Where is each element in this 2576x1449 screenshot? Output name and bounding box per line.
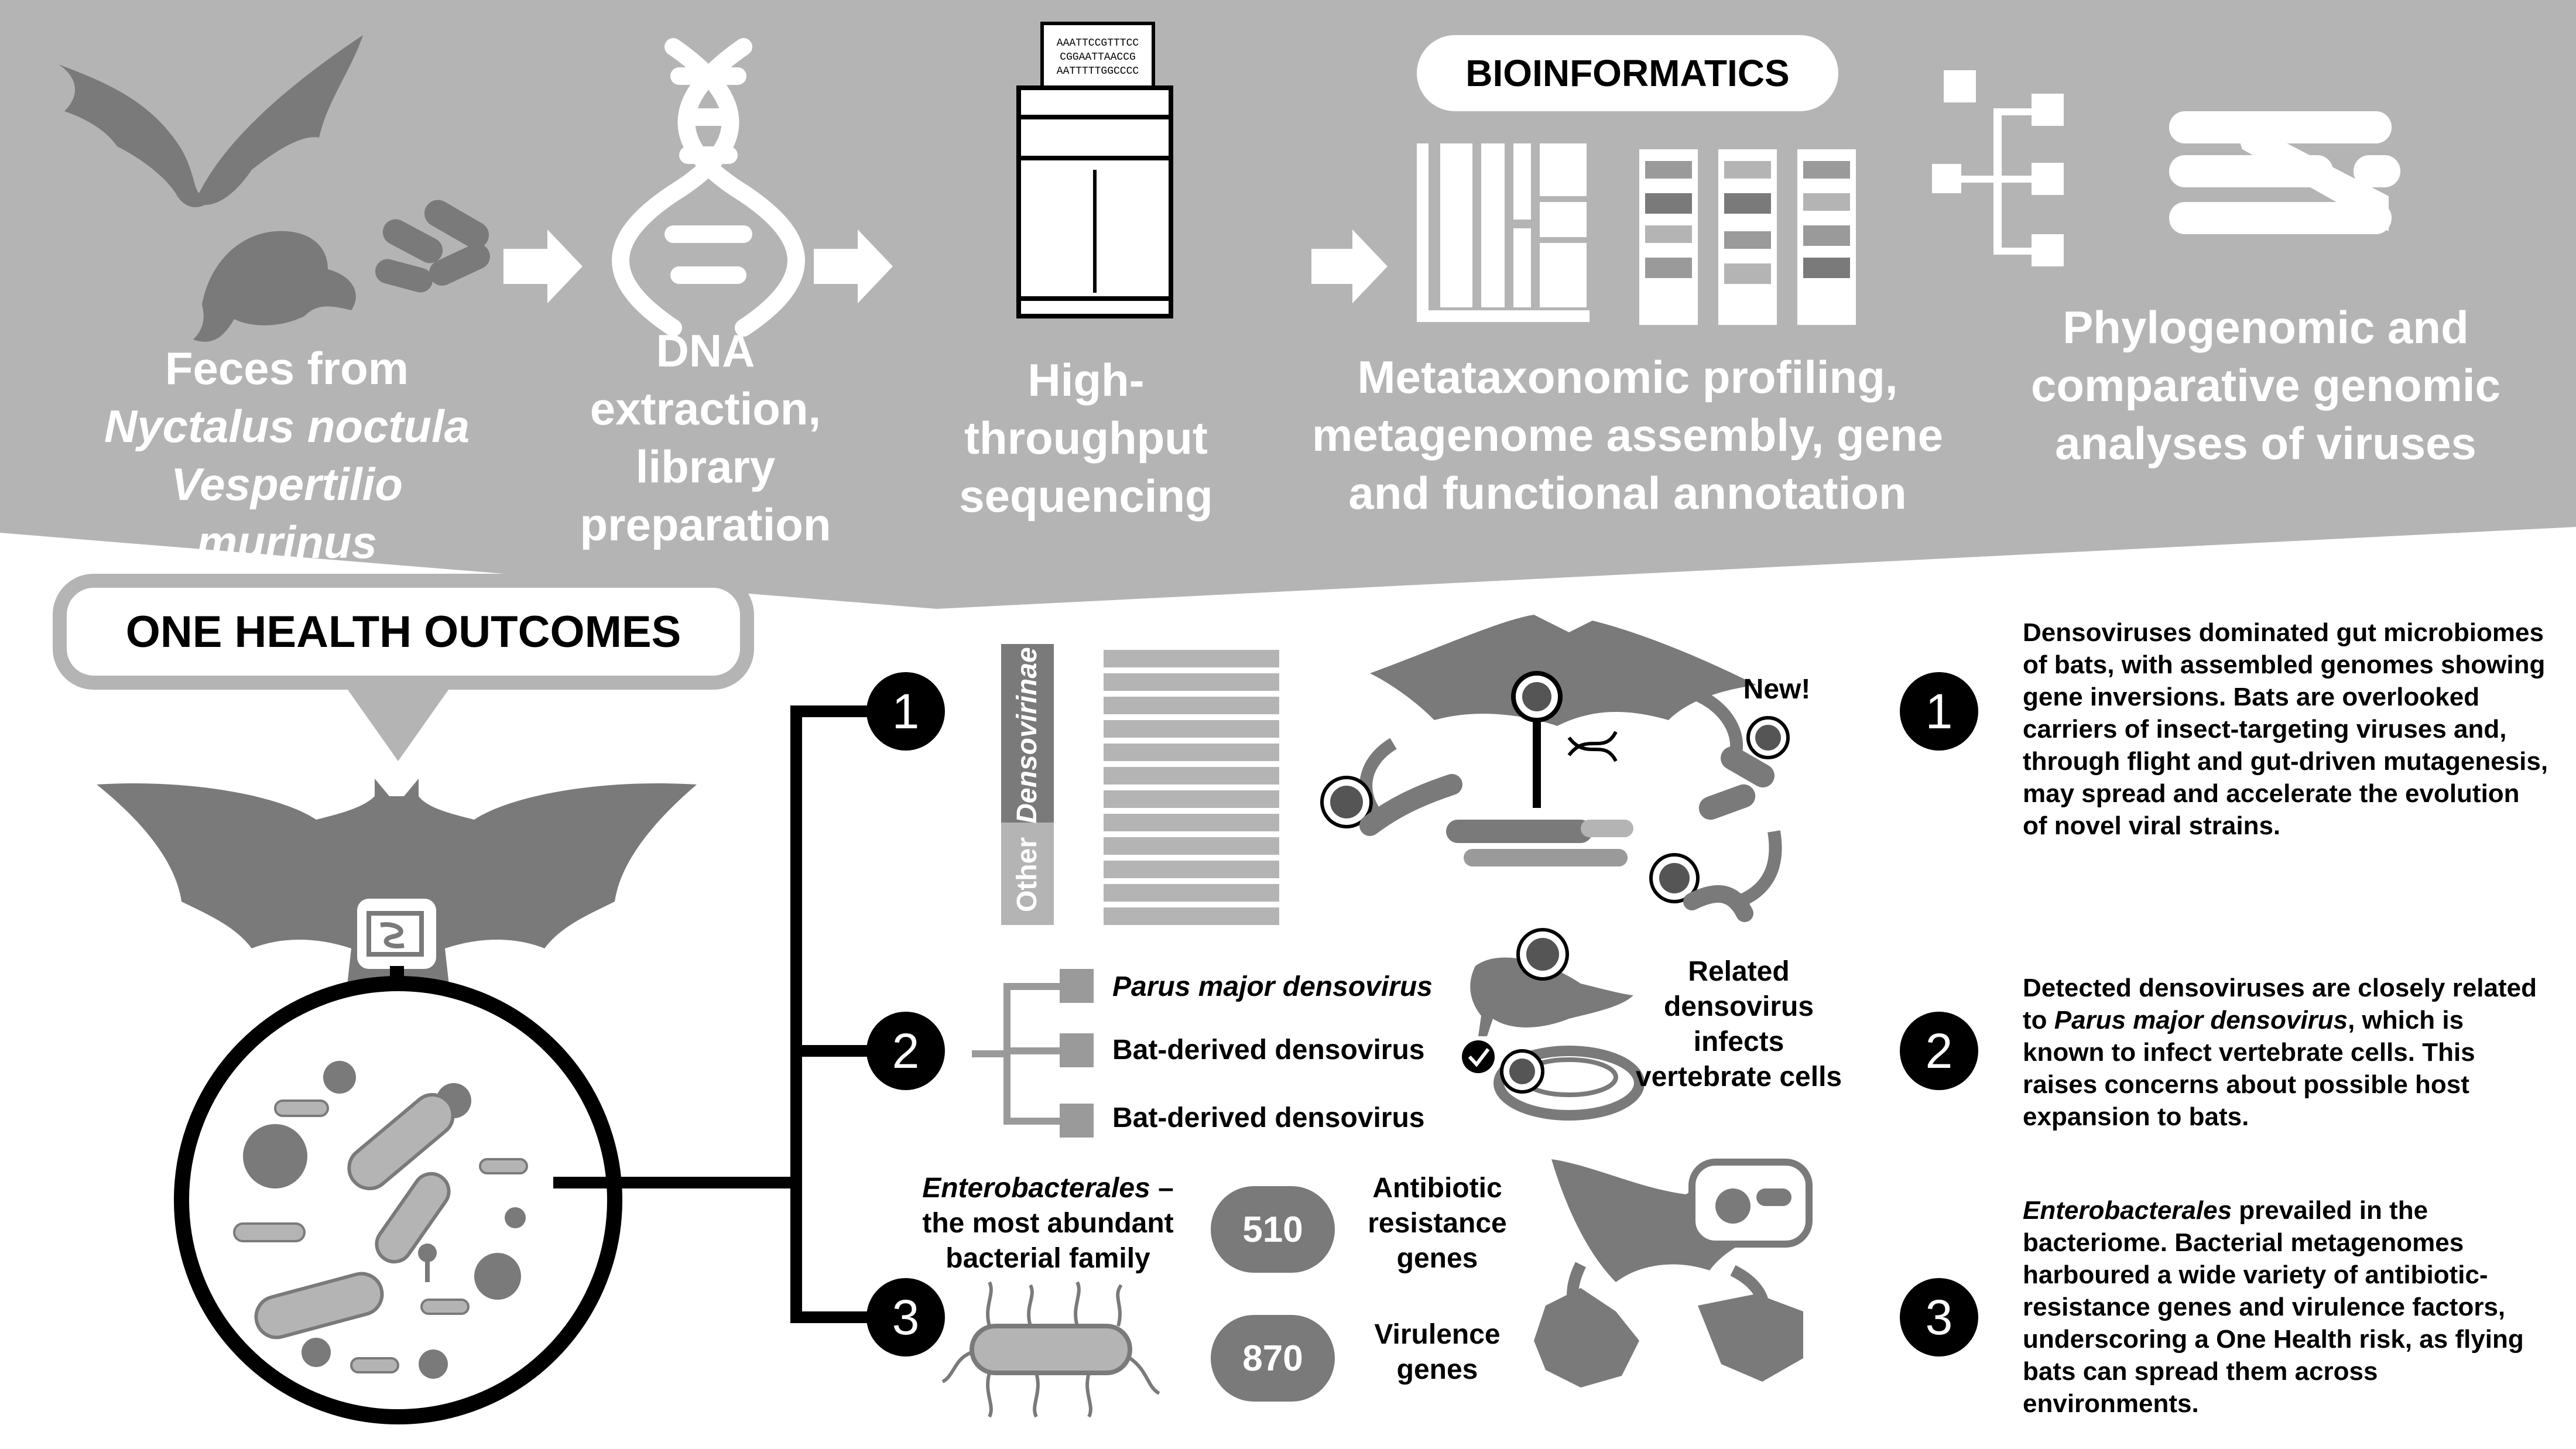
tree-label-parus: Parus major densovirus [1112, 971, 1433, 1002]
sequencer-screen-line-2: CGGAATTAACCG [1060, 52, 1136, 63]
panel-2-number: 2 [866, 1012, 945, 1090]
step-phylogenomic-label: Phylogenomic and comparative genomic ana… [2031, 302, 2500, 469]
enterobacterales-family-text: Enterobacterales – the most abundant bac… [913, 1171, 1183, 1276]
sequencer-screen-line-3: AATTTTTGGCCCC [1057, 66, 1139, 77]
panel-3-desc-rest: prevailed in the bacteriome. Bacterial m… [2023, 1196, 2524, 1418]
panel-2-desc-italic: Parus major densovirus [2054, 1006, 2348, 1034]
annotation-tracks-icon [1639, 149, 1856, 325]
bacterium-icon [941, 1281, 1160, 1418]
genome-alignment-icon [2169, 111, 2400, 234]
one-health-title: ONE HEALTH OUTCOMES [53, 574, 754, 690]
petri-dish-icon [1462, 1040, 1645, 1121]
intestine-icon [357, 899, 436, 969]
tree-label-bat-2: Bat-derived densovirus [1112, 1102, 1425, 1133]
new-label: New! [1743, 674, 1811, 705]
virulence-count-badge: 870 [1211, 1315, 1335, 1402]
genome-alignment-stack [1104, 650, 1279, 925]
step-sequencing-label: High-throughput sequencing [959, 354, 1213, 522]
virus-life-cycle-icon [1320, 671, 1790, 922]
feces-line-1: Feces from [165, 342, 409, 394]
phylogenetic-tree-icon [1932, 70, 2064, 266]
other-label: Other [1012, 837, 1043, 913]
microbiome-circle [174, 976, 622, 1424]
family-italic: Enterobacterales [922, 1173, 1150, 1204]
sequencer-screen-line-1: AAATTCCGTTTCC [1057, 37, 1139, 49]
tree-leaf-marker [1060, 969, 1094, 1138]
step-dna-extraction-label: DNA extraction, library preparation [580, 325, 831, 550]
flow-arrow-icon [503, 229, 1388, 303]
panel-2-description: Detected densoviruses are closely relate… [2023, 972, 2550, 1133]
hanging-bat-icon [193, 231, 356, 342]
stacked-bar-icon [1417, 143, 1590, 322]
feces-pellets-icon [375, 200, 490, 293]
virulence-label: Virulence genes [1374, 1319, 1501, 1385]
feces-line-3: Vespertilio murinus [171, 458, 403, 568]
desc-3-number: 3 [1900, 1278, 1978, 1356]
bioinformatics-badge: BIOINFORMATICS [1417, 35, 1838, 111]
panel-1-number: 1 [866, 672, 945, 751]
bird-icon [1470, 928, 1633, 1036]
desc-1-number: 1 [1900, 672, 1978, 751]
panel-2-desc-post: , which is known to infect vertebrate ce… [2023, 1006, 2475, 1131]
panel-2-desc-pre: Detected densoviruses are closely relate… [2023, 974, 2537, 1034]
world-spread-icon [1534, 1159, 1813, 1388]
dna-helix-icon [612, 38, 805, 337]
panel-3-number: 3 [866, 1278, 945, 1356]
microbe-cluster-icon [233, 1061, 528, 1379]
densovirus-tree [972, 983, 1060, 1125]
antibiotic-label: Antibiotic resistance genes [1368, 1173, 1507, 1274]
family-rest: – the most abundant bacterial family [922, 1173, 1174, 1274]
step-annotation-label: Metataxonomic profiling, metagenome asse… [1312, 351, 1943, 519]
panel-3-description: Enterobacterales prevailed in the bacter… [2023, 1194, 2550, 1420]
step-feces-label: Feces from Nyctalus noctula Vespertilio … [76, 340, 498, 571]
top-banner [0, 0, 2576, 609]
densovirinae-bar [1001, 644, 1054, 925]
feces-line-2: Nyctalus noctula [104, 400, 470, 452]
sequencer-icon: AAATTCCGTTTCC CGGAATTAACCG AATTTTTGGCCCC [1016, 22, 1173, 318]
desc-2-number: 2 [1900, 1012, 1978, 1090]
bat-silhouette-icon [97, 779, 697, 1013]
densovirinae-label: Densovirinae [1012, 647, 1043, 824]
bat-wing-icon [1370, 615, 1756, 726]
flying-bat-icon [59, 35, 363, 207]
tree-label-bat-1: Bat-derived densovirus [1112, 1034, 1425, 1066]
panel-1-description: Densoviruses dominated gut microbiomes o… [2023, 618, 2548, 840]
panel-3-desc-italic: Enterobacterales [2023, 1196, 2232, 1225]
antibiotic-count-badge: 510 [1211, 1186, 1335, 1273]
related-densovirus-text: Related densovirus infects vertebrate ce… [1635, 956, 1842, 1092]
